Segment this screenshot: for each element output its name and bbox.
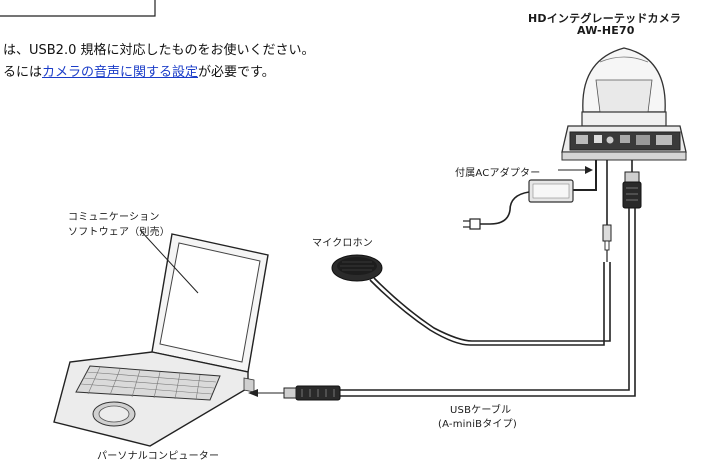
ac-adapter-label: 付属ACアダプター <box>455 168 541 179</box>
note-prefix: るには <box>3 65 43 80</box>
microphone-label: マイクロホン <box>312 238 373 249</box>
microphone-illustration <box>331 254 611 346</box>
software-label-line2: ソフトウェア（別売） <box>68 227 170 238</box>
note-line-usb-spec: は、USB2.0 規格に対応したものをお使いください。 <box>3 43 315 58</box>
note-suffix: が必要です。 <box>198 65 275 80</box>
camera-model-label: AW-HE70 <box>577 24 635 37</box>
usb-cable-label-line2: (A-miniBタイプ) <box>438 419 517 430</box>
software-label-line1: コミュニケーション <box>68 212 160 223</box>
usb-cable-label-line1: USBケーブル <box>450 405 512 416</box>
ac-adapter-illustration <box>463 160 597 230</box>
ac-adapter-leader <box>558 166 593 174</box>
camera-name-label: HDインテグレーテッドカメラ <box>528 12 682 25</box>
usb-cable-pc-end <box>248 385 341 401</box>
usb-cable-camera-end <box>340 160 642 397</box>
note-line-audio-setting: るにはカメラの音声に関する設定が必要です。 <box>3 61 275 80</box>
audio-cable <box>602 160 612 262</box>
software-leader <box>139 229 199 294</box>
audio-settings-link[interactable]: カメラの音声に関する設定 <box>42 65 199 80</box>
pc-label: パーソナルコンピューター <box>97 451 220 462</box>
laptop-illustration <box>53 233 269 447</box>
camera-illustration <box>561 47 687 161</box>
